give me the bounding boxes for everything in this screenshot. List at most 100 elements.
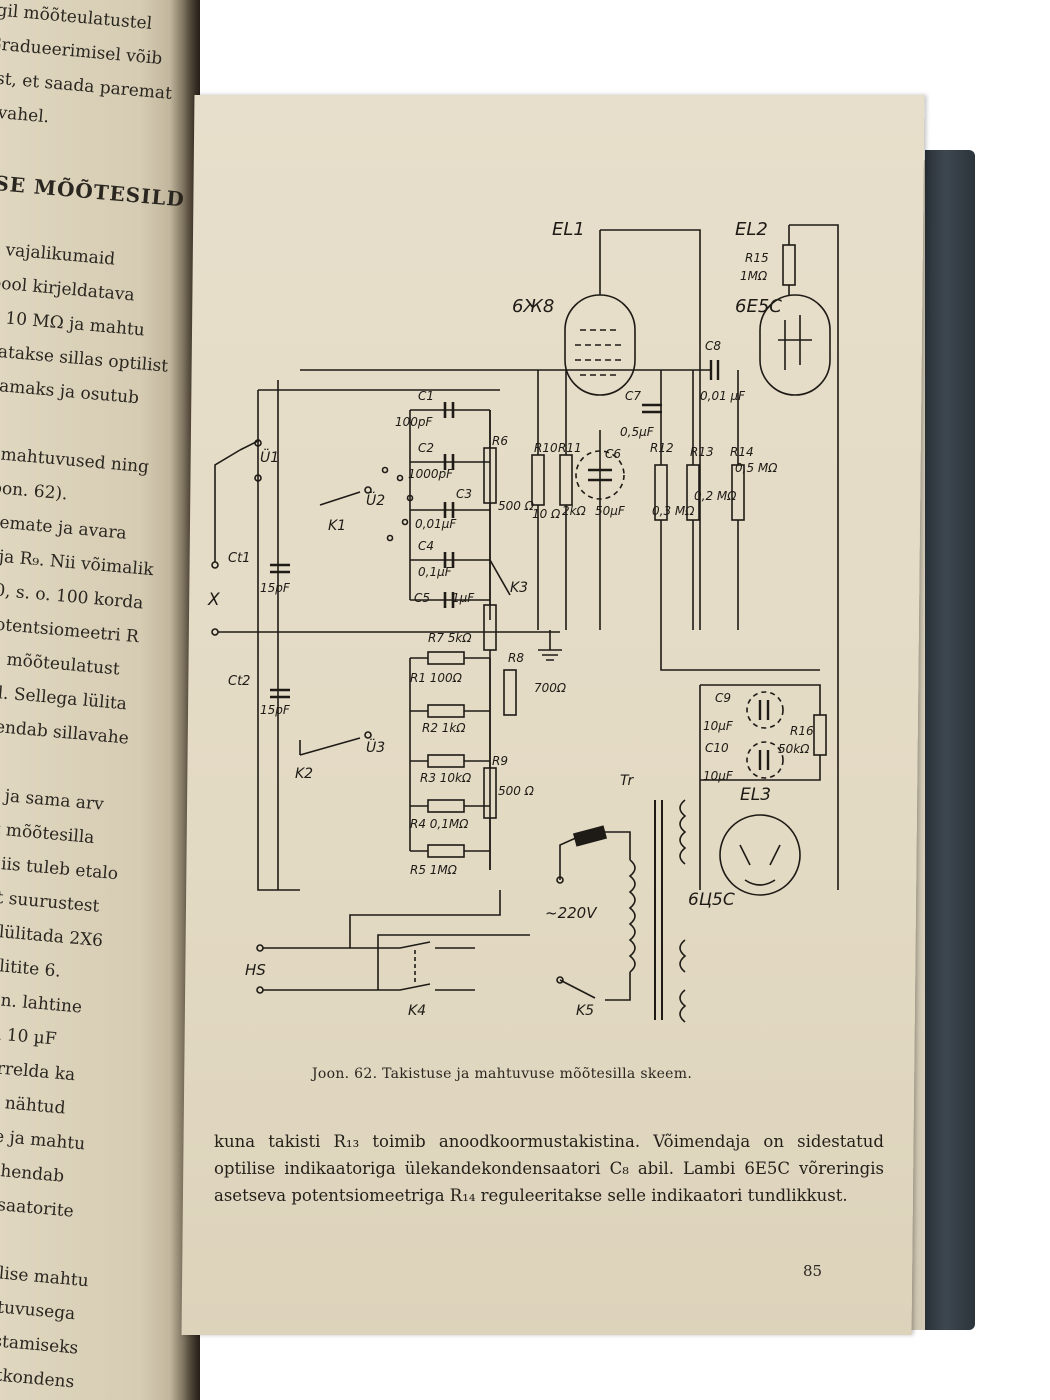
c6-value: 50µF [595, 504, 626, 518]
transformer-label: Tr [620, 773, 634, 789]
r15-symbol [782, 244, 796, 286]
page-number: 85 [803, 1262, 823, 1280]
u1-lever [239, 439, 261, 451]
wire-right-resistors [660, 370, 820, 671]
r14-value: 0,5 MΩ [735, 461, 778, 475]
r8-value: 700Ω [534, 681, 567, 695]
body-paragraph: kuna takisti R₁₃ toimib anoodkoormustaki… [214, 1128, 884, 1209]
u3-pivot [364, 731, 372, 739]
r7-label: R7 5kΩ [428, 631, 472, 645]
wire-mains-top [559, 831, 631, 880]
u3-label: Ü3 [366, 738, 385, 756]
c7-value: 0,5µF [620, 425, 655, 439]
fuse-symbol [572, 825, 608, 847]
k2-lever [299, 737, 361, 756]
r1-label: R1 100Ω [410, 671, 463, 685]
r15-value: 1MΩ [740, 269, 768, 283]
transformer-primary [628, 859, 636, 973]
c4-symbol [443, 552, 455, 568]
wire-el1-anode-route [600, 229, 701, 630]
r16-label: R16 [790, 724, 814, 738]
r14-label: R14 [730, 445, 754, 459]
mains-terminal [556, 876, 564, 884]
c8-symbol [709, 360, 720, 380]
ct1-value: 15pF [260, 581, 291, 595]
c3-label: C3 [456, 487, 472, 501]
r16-symbol [813, 714, 827, 756]
wire-el2-supply [788, 224, 839, 890]
u1-contact-2 [254, 474, 262, 482]
r3-label: R3 10kΩ [420, 771, 472, 785]
terminal-x-top [211, 561, 219, 569]
transformer-secondary-heater [679, 939, 687, 973]
k5-switch [559, 972, 631, 1001]
el2-tube-envelope [759, 294, 831, 396]
c2-value: 1000pF [408, 467, 454, 481]
ground-symbol [538, 630, 562, 661]
c9-c10-symbols [758, 700, 770, 770]
k1-label: K1 [328, 518, 346, 534]
c8-label: C8 [705, 339, 721, 353]
ct2-label: Ct2 [228, 674, 250, 689]
wire-res-rails [409, 658, 491, 870]
k2-label: K2 [295, 766, 313, 782]
hs-terminal-1 [256, 944, 264, 952]
body-paragraph-text: kuna takisti R₁₃ toimib anoodkoormustaki… [214, 1132, 884, 1205]
el3-electrodes [739, 844, 781, 886]
wire-x-top [214, 449, 241, 562]
c9-label: C9 [715, 691, 731, 705]
r10-label: R10 [534, 441, 558, 455]
c7-symbol [642, 403, 662, 414]
mains-voltage-label: ~220V [545, 904, 598, 922]
r9-value: 500 Ω [498, 784, 535, 798]
el1-label: EL1 [552, 219, 585, 240]
r13-label: R13 [690, 445, 714, 459]
r8-symbol [503, 669, 517, 716]
r2-label: R2 1kΩ [422, 721, 466, 735]
k1-lever [319, 491, 361, 506]
r12-value: 0,3 MΩ [652, 504, 695, 518]
book-cover [925, 150, 975, 1330]
c4-value: 0,1µF [418, 565, 453, 579]
wire-k4-out [435, 947, 475, 991]
u2-contact [381, 466, 389, 474]
c6-label: C6 [605, 447, 621, 461]
wire-filter [699, 684, 821, 890]
c3-value: 0,01µF [415, 517, 457, 531]
el1-type-label: 6Ж8 [512, 296, 554, 317]
c8-value: 0,01 µF [700, 389, 746, 403]
u2-contact [401, 518, 409, 526]
mains-terminal-2 [556, 976, 564, 984]
el3-tube-envelope [719, 814, 801, 896]
c3-symbol [443, 502, 455, 518]
r4-symbol [427, 799, 465, 813]
el1-grids [575, 329, 625, 376]
transformer-secondary-hv [679, 799, 687, 865]
c2-label: C2 [418, 441, 434, 455]
r11-symbol [559, 454, 573, 506]
ct1-symbol [270, 563, 290, 574]
wire-cap-ladder [410, 409, 490, 601]
u1-label: Ü1 [260, 448, 279, 466]
ct1-label: Ct1 [228, 551, 250, 566]
r5-symbol [427, 844, 465, 858]
r16-value: 50kΩ [778, 742, 810, 756]
c6-dashed-outline [575, 450, 625, 500]
k4-label: K4 [408, 1003, 426, 1019]
k4-switch [263, 941, 431, 991]
c2-symbol [443, 454, 455, 470]
u2-label: Ü2 [366, 491, 385, 509]
r9-label: R9 [492, 754, 508, 768]
circuit-schematic: EL1 6Ж8 EL2 6E5C EL3 6Ц5C C1 100pF C2 10… [207, 219, 839, 1023]
r2-symbol [427, 704, 465, 718]
wire-left-bus [257, 390, 300, 891]
hs-label: HS [245, 961, 266, 979]
c1-symbol [443, 402, 455, 418]
r3-symbol [427, 754, 465, 768]
k3-lever [489, 559, 511, 596]
c1-value: 100pF [395, 415, 434, 429]
r10-symbol [531, 454, 545, 506]
c5-symbol [443, 592, 455, 608]
c1-label: C1 [418, 389, 434, 403]
